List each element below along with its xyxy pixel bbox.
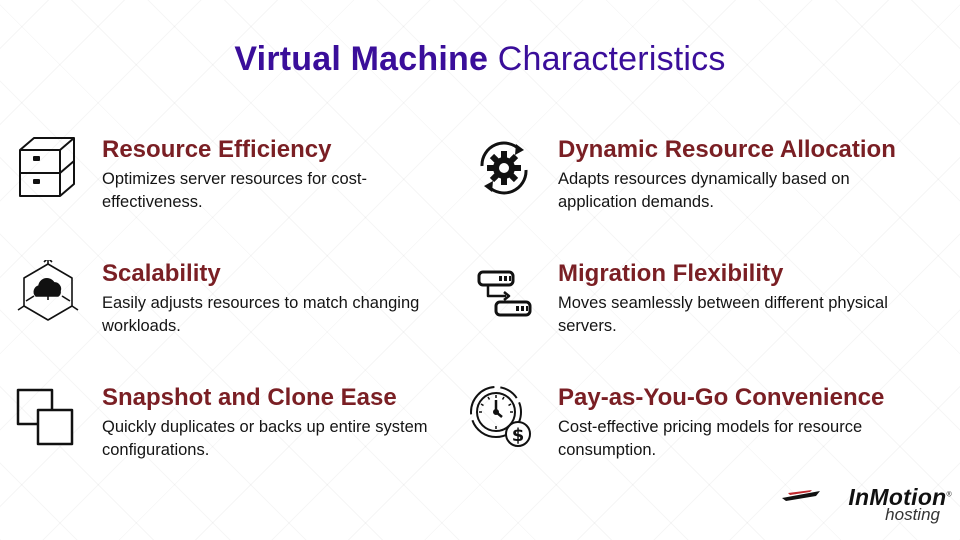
feature-dynamic-resource-allocation: Dynamic Resource Allocation Adapts resou…: [472, 136, 912, 226]
feature-description: Adapts resources dynamically based on ap…: [558, 170, 850, 211]
title-bold: Virtual Machine: [234, 40, 489, 78]
feature-migration-flexibility: Migration Flexibility Moves seamlessly b…: [472, 260, 912, 350]
feature-heading: Resource Efficiency: [102, 136, 332, 163]
server-migration-icon: [472, 260, 536, 324]
feature-description: Moves seamlessly between different physi…: [558, 294, 888, 335]
clock-dollar-icon: $: [468, 384, 532, 448]
feature-description: Optimizes server resources for cost-effe…: [102, 170, 367, 211]
page-title: Virtual Machine Characteristics: [0, 40, 960, 79]
clone-squares-icon: [16, 384, 80, 448]
feature-description: Cost-effective pricing models for resour…: [558, 418, 863, 459]
logo-brand-text: InMotion: [848, 484, 947, 510]
feature-description: Easily adjusts resources to match changi…: [102, 294, 420, 335]
logo-sub: hosting: [885, 505, 940, 524]
logo-swoosh-icon: [782, 490, 820, 501]
feature-description: Quickly duplicates or backs up entire sy…: [102, 418, 428, 459]
svg-text:$: $: [512, 425, 525, 446]
logo-trademark: ®: [946, 491, 952, 499]
feature-heading: Scalability: [102, 260, 221, 287]
inmotion-hosting-logo: InMotion® hosting: [782, 484, 952, 530]
feature-snapshot-clone: Snapshot and Clone Ease Quickly duplicat…: [16, 384, 456, 474]
server-box-icon: [16, 136, 80, 200]
feature-resource-efficiency: Resource Efficiency Optimizes server res…: [16, 136, 456, 226]
feature-heading: Pay-as-You-Go Convenience: [558, 384, 885, 411]
title-rest: Characteristics: [497, 40, 726, 78]
gear-cycle-icon: [472, 136, 536, 200]
feature-heading: Migration Flexibility: [558, 260, 784, 287]
logo-brand: InMotion®: [848, 484, 952, 511]
feature-pay-as-you-go: $ Pay-as-You-Go Convenience Cost-effecti…: [468, 384, 908, 474]
feature-heading: Dynamic Resource Allocation: [558, 136, 896, 163]
cloud-cube-icon: [16, 260, 80, 324]
feature-heading: Snapshot and Clone Ease: [102, 384, 397, 411]
feature-scalability: Scalability Easily adjusts resources to …: [16, 260, 456, 350]
